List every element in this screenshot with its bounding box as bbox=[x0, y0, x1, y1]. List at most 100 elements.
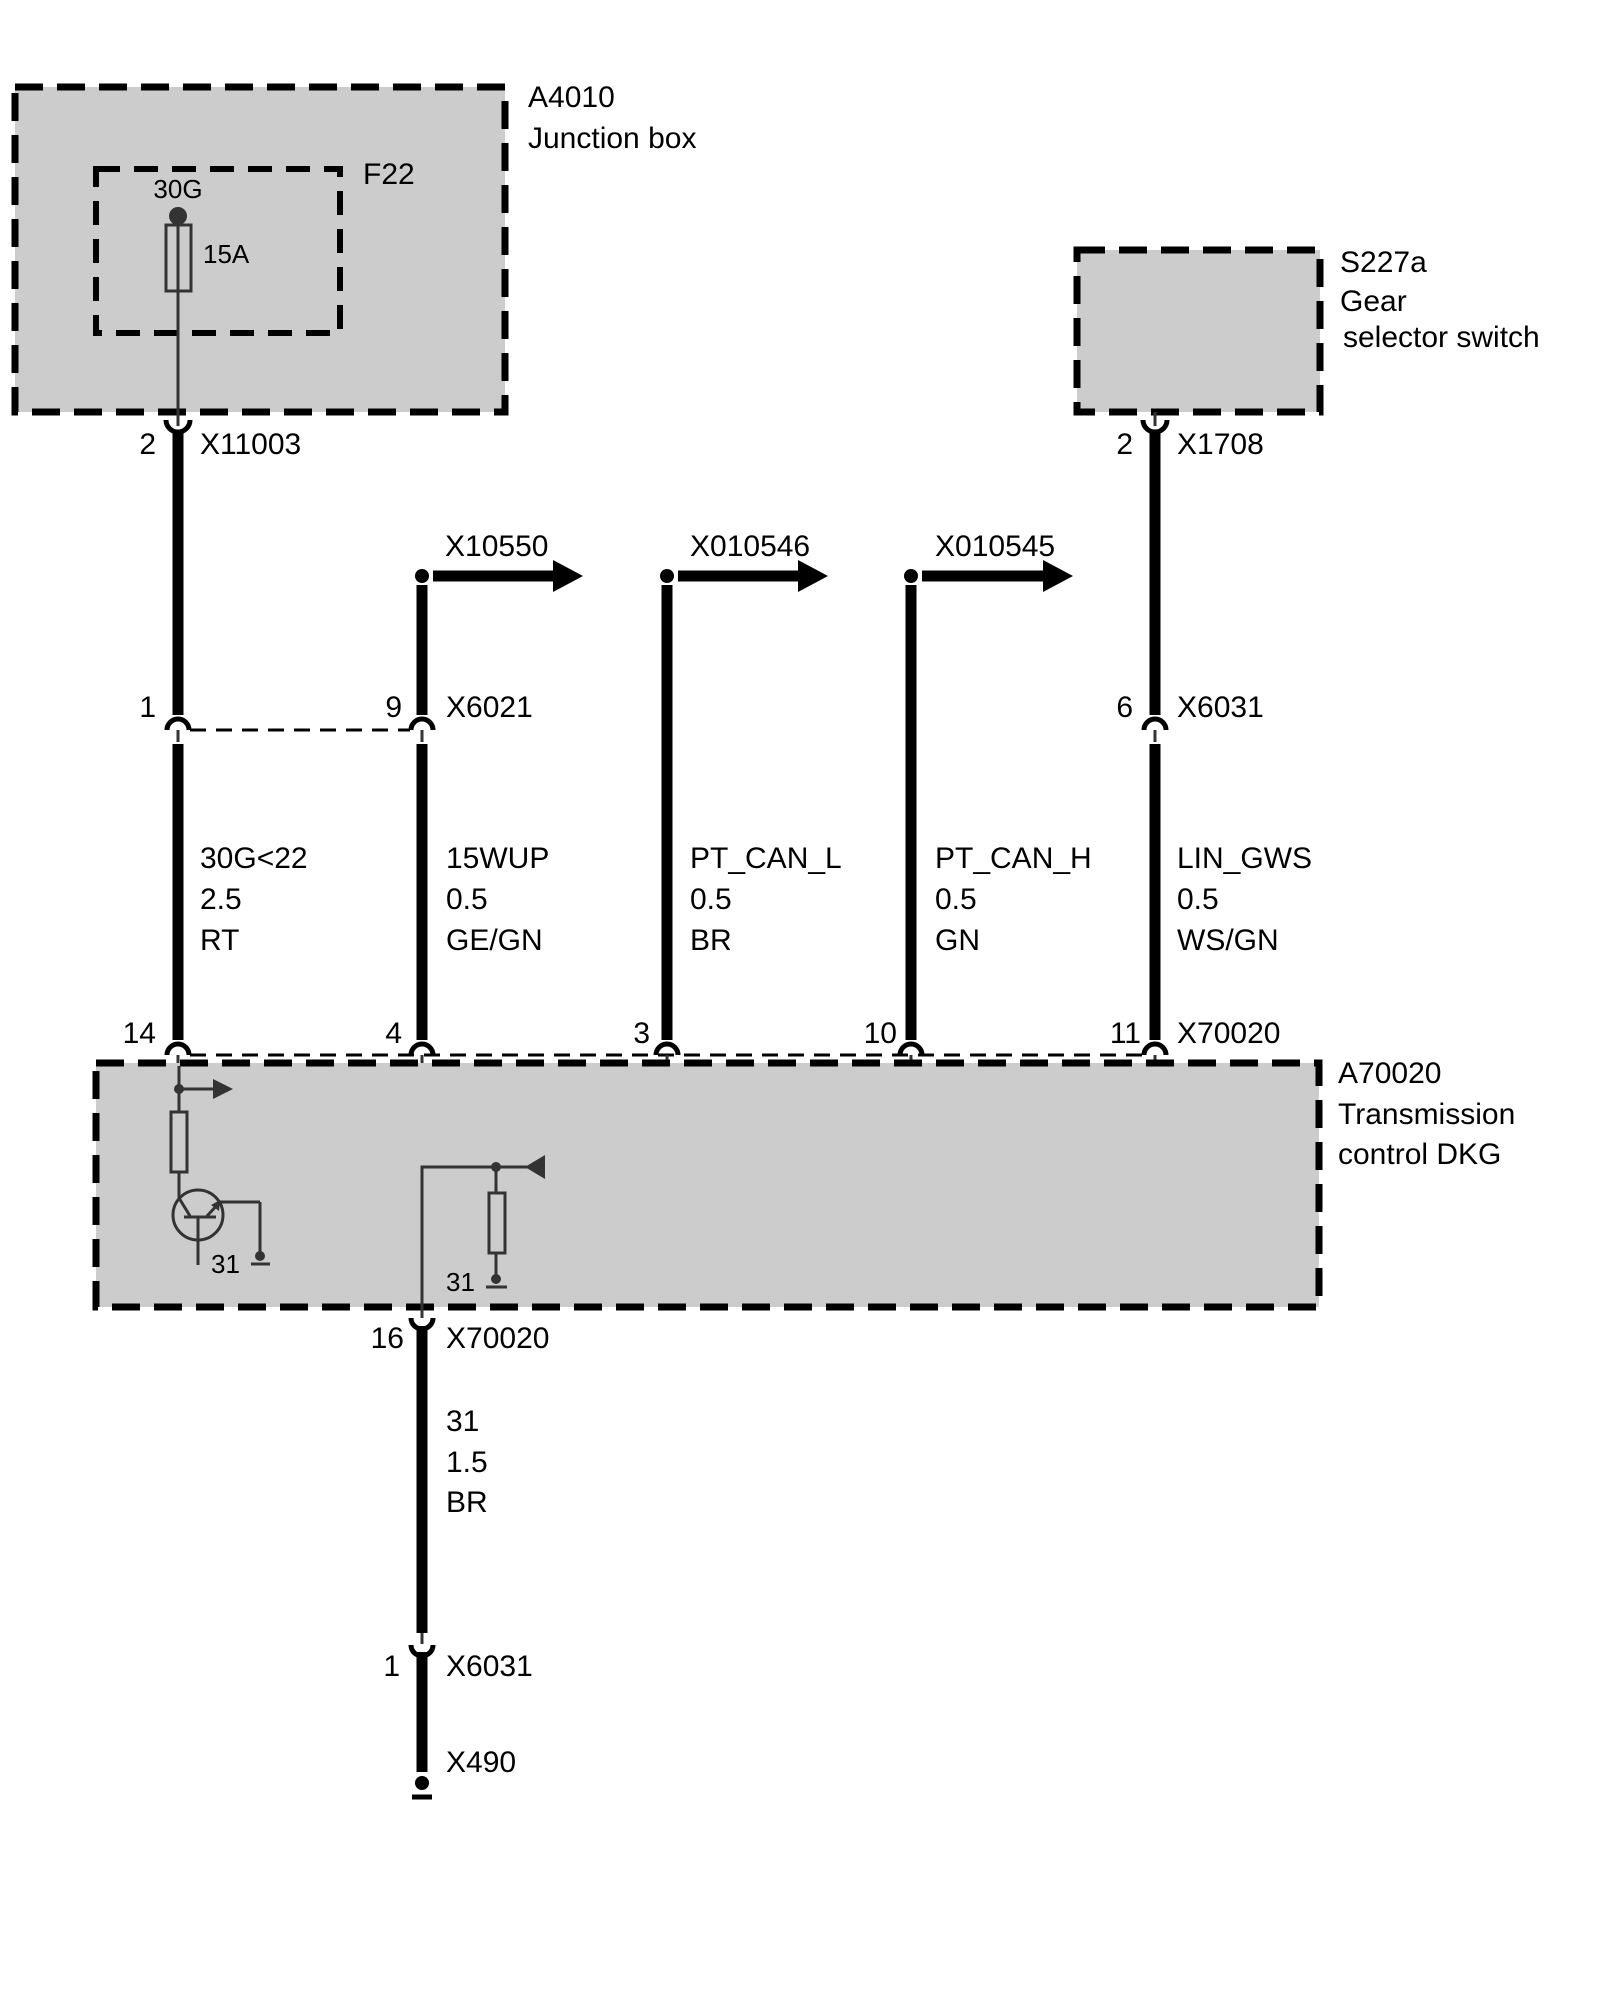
wire-color: RT bbox=[200, 924, 239, 957]
wire-label-pt-can-h: PT_CAN_H 0.5 GN bbox=[935, 842, 1092, 957]
connector-plug-icon bbox=[408, 716, 436, 731]
connector-plug-icon bbox=[897, 1041, 925, 1056]
wire-label-pt-can-l: PT_CAN_L 0.5 BR bbox=[690, 842, 842, 957]
connector-id: X70020 bbox=[446, 1322, 549, 1355]
wire-color: GE/GN bbox=[446, 924, 543, 957]
gear-selector-name-1: Gear bbox=[1340, 285, 1407, 318]
connector-x70020-bottom[interactable]: 16 X70020 bbox=[371, 1317, 550, 1355]
gear-selector-switch-s227a[interactable]: S227a Gear selector switch bbox=[1073, 246, 1540, 416]
junction-box-outline bbox=[11, 83, 509, 416]
connector-id: X70020 bbox=[1177, 1017, 1280, 1050]
ground-label: 31 bbox=[211, 1249, 240, 1279]
signal-arrow-left-icon bbox=[525, 1155, 545, 1179]
wire-signal: LIN_GWS bbox=[1177, 842, 1312, 875]
wire-label-30g: 30G<22 2.5 RT bbox=[200, 842, 308, 957]
connector-id: X1708 bbox=[1177, 428, 1264, 461]
tcu-name-2: control DKG bbox=[1338, 1138, 1501, 1171]
arrow-right-icon bbox=[1043, 560, 1073, 592]
wire-signal: PT_CAN_H bbox=[935, 842, 1092, 875]
ground-point-id: X490 bbox=[446, 1746, 516, 1779]
connector-x6031-top[interactable]: 6 X6031 bbox=[1116, 691, 1264, 742]
connector-pin: 16 bbox=[371, 1322, 404, 1355]
connector-pin-9: 9 bbox=[385, 691, 402, 724]
wire-signal: 30G<22 bbox=[200, 842, 308, 875]
splice-dot bbox=[660, 569, 674, 583]
connector-id: X6031 bbox=[446, 1650, 533, 1683]
fuse-terminal-label: 30G bbox=[153, 174, 202, 204]
connector-id: X6021 bbox=[446, 691, 533, 724]
connector-plug-icon bbox=[164, 1041, 192, 1056]
splice-target-label: X10550 bbox=[445, 530, 548, 563]
splice-dot bbox=[904, 569, 918, 583]
splice-x10550[interactable]: X10550 bbox=[415, 530, 583, 715]
wire-signal: PT_CAN_L bbox=[690, 842, 842, 875]
ground-dot bbox=[255, 1251, 265, 1261]
tcu-id: A70020 bbox=[1338, 1057, 1441, 1090]
arrow-right-icon bbox=[798, 560, 828, 592]
connector-plug-icon bbox=[164, 716, 192, 731]
splice-target-label: X010546 bbox=[690, 530, 810, 563]
ground-dot bbox=[415, 1776, 429, 1790]
gear-selector-name-2: selector switch bbox=[1343, 321, 1540, 354]
fuse-rating: 15A bbox=[203, 239, 250, 269]
wire-cross-section: 1.5 bbox=[446, 1446, 488, 1479]
connector-plug-icon bbox=[1141, 1041, 1169, 1056]
wire-label-ground: 31 1.5 BR bbox=[446, 1405, 488, 1519]
connector-pin: 1 bbox=[383, 1650, 400, 1683]
wire-cross-section: 0.5 bbox=[935, 883, 977, 916]
connector-x11003[interactable]: 2 X11003 bbox=[139, 412, 301, 461]
tcu-outline bbox=[92, 1059, 1323, 1311]
connector-pin: 4 bbox=[385, 1017, 402, 1050]
wire-signal: 31 bbox=[446, 1405, 479, 1438]
connector-pin: 2 bbox=[139, 428, 156, 461]
ground-dot bbox=[491, 1274, 501, 1284]
fuse-block-id: F22 bbox=[363, 158, 415, 191]
terminal-dot bbox=[169, 207, 187, 225]
connector-pin: 14 bbox=[123, 1017, 156, 1050]
wire-cross-section: 0.5 bbox=[446, 883, 488, 916]
junction-box-a4010[interactable]: A4010 Junction box F22 30G 15A bbox=[11, 81, 696, 416]
fuse-icon[interactable] bbox=[164, 223, 193, 412]
junction-box-name: Junction box bbox=[528, 122, 696, 155]
splice-x010546[interactable]: X010546 bbox=[660, 530, 828, 592]
wire-color: WS/GN bbox=[1177, 924, 1279, 957]
connector-x70020-top[interactable]: 14 4 3 10 11 X70020 bbox=[123, 1017, 1281, 1066]
splice-target-label: X010545 bbox=[935, 530, 1055, 563]
connector-x1708[interactable]: 2 X1708 bbox=[1116, 412, 1264, 461]
connector-plug-icon bbox=[408, 1041, 436, 1056]
wire-signal: 15WUP bbox=[446, 842, 549, 875]
connector-pin: 6 bbox=[1116, 691, 1133, 724]
wire-label-lin-gws: LIN_GWS 0.5 WS/GN bbox=[1177, 842, 1312, 957]
connector-x6021[interactable]: 1 9 X6021 bbox=[139, 691, 533, 742]
wire-color: BR bbox=[690, 924, 732, 957]
transistor-icon bbox=[171, 1188, 225, 1265]
wire-cross-section: 2.5 bbox=[200, 883, 242, 916]
signal-arrow-icon bbox=[213, 1079, 233, 1099]
connector-x6031-bottom[interactable]: 1 X6031 bbox=[383, 1633, 533, 1683]
tcu-name-1: Transmission bbox=[1338, 1098, 1515, 1131]
wire-cross-section: 0.5 bbox=[1177, 883, 1219, 916]
splice-x010545[interactable]: X010545 bbox=[904, 530, 1073, 592]
connector-plug-icon bbox=[1141, 716, 1169, 731]
connector-pin: 10 bbox=[864, 1017, 897, 1050]
transmission-control-a70020[interactable]: A70020 Transmission control DKG 31 bbox=[92, 1057, 1515, 1318]
wire-cross-section: 0.5 bbox=[690, 883, 732, 916]
gear-selector-outline bbox=[1073, 246, 1324, 416]
connector-pin-1: 1 bbox=[139, 691, 156, 724]
connector-id: X6031 bbox=[1177, 691, 1264, 724]
ground-label: 31 bbox=[446, 1267, 475, 1297]
internal-input-circuit: 31 bbox=[169, 1066, 270, 1279]
wire-label-15wup: 15WUP 0.5 GE/GN bbox=[446, 842, 549, 957]
connector-pin: 11 bbox=[1110, 1017, 1141, 1050]
arrow-right-icon bbox=[553, 560, 583, 592]
wire-color: BR bbox=[446, 1486, 488, 1519]
gear-selector-id: S227a bbox=[1340, 246, 1427, 279]
connector-pin: 2 bbox=[1116, 428, 1133, 461]
wire-color: GN bbox=[935, 924, 980, 957]
connector-id: X11003 bbox=[200, 428, 301, 461]
junction-box-id: A4010 bbox=[528, 81, 615, 114]
ground-point-x490[interactable]: X490 bbox=[412, 1746, 516, 1800]
fuse-block-outline bbox=[93, 166, 343, 336]
connector-plug-icon bbox=[653, 1041, 681, 1056]
